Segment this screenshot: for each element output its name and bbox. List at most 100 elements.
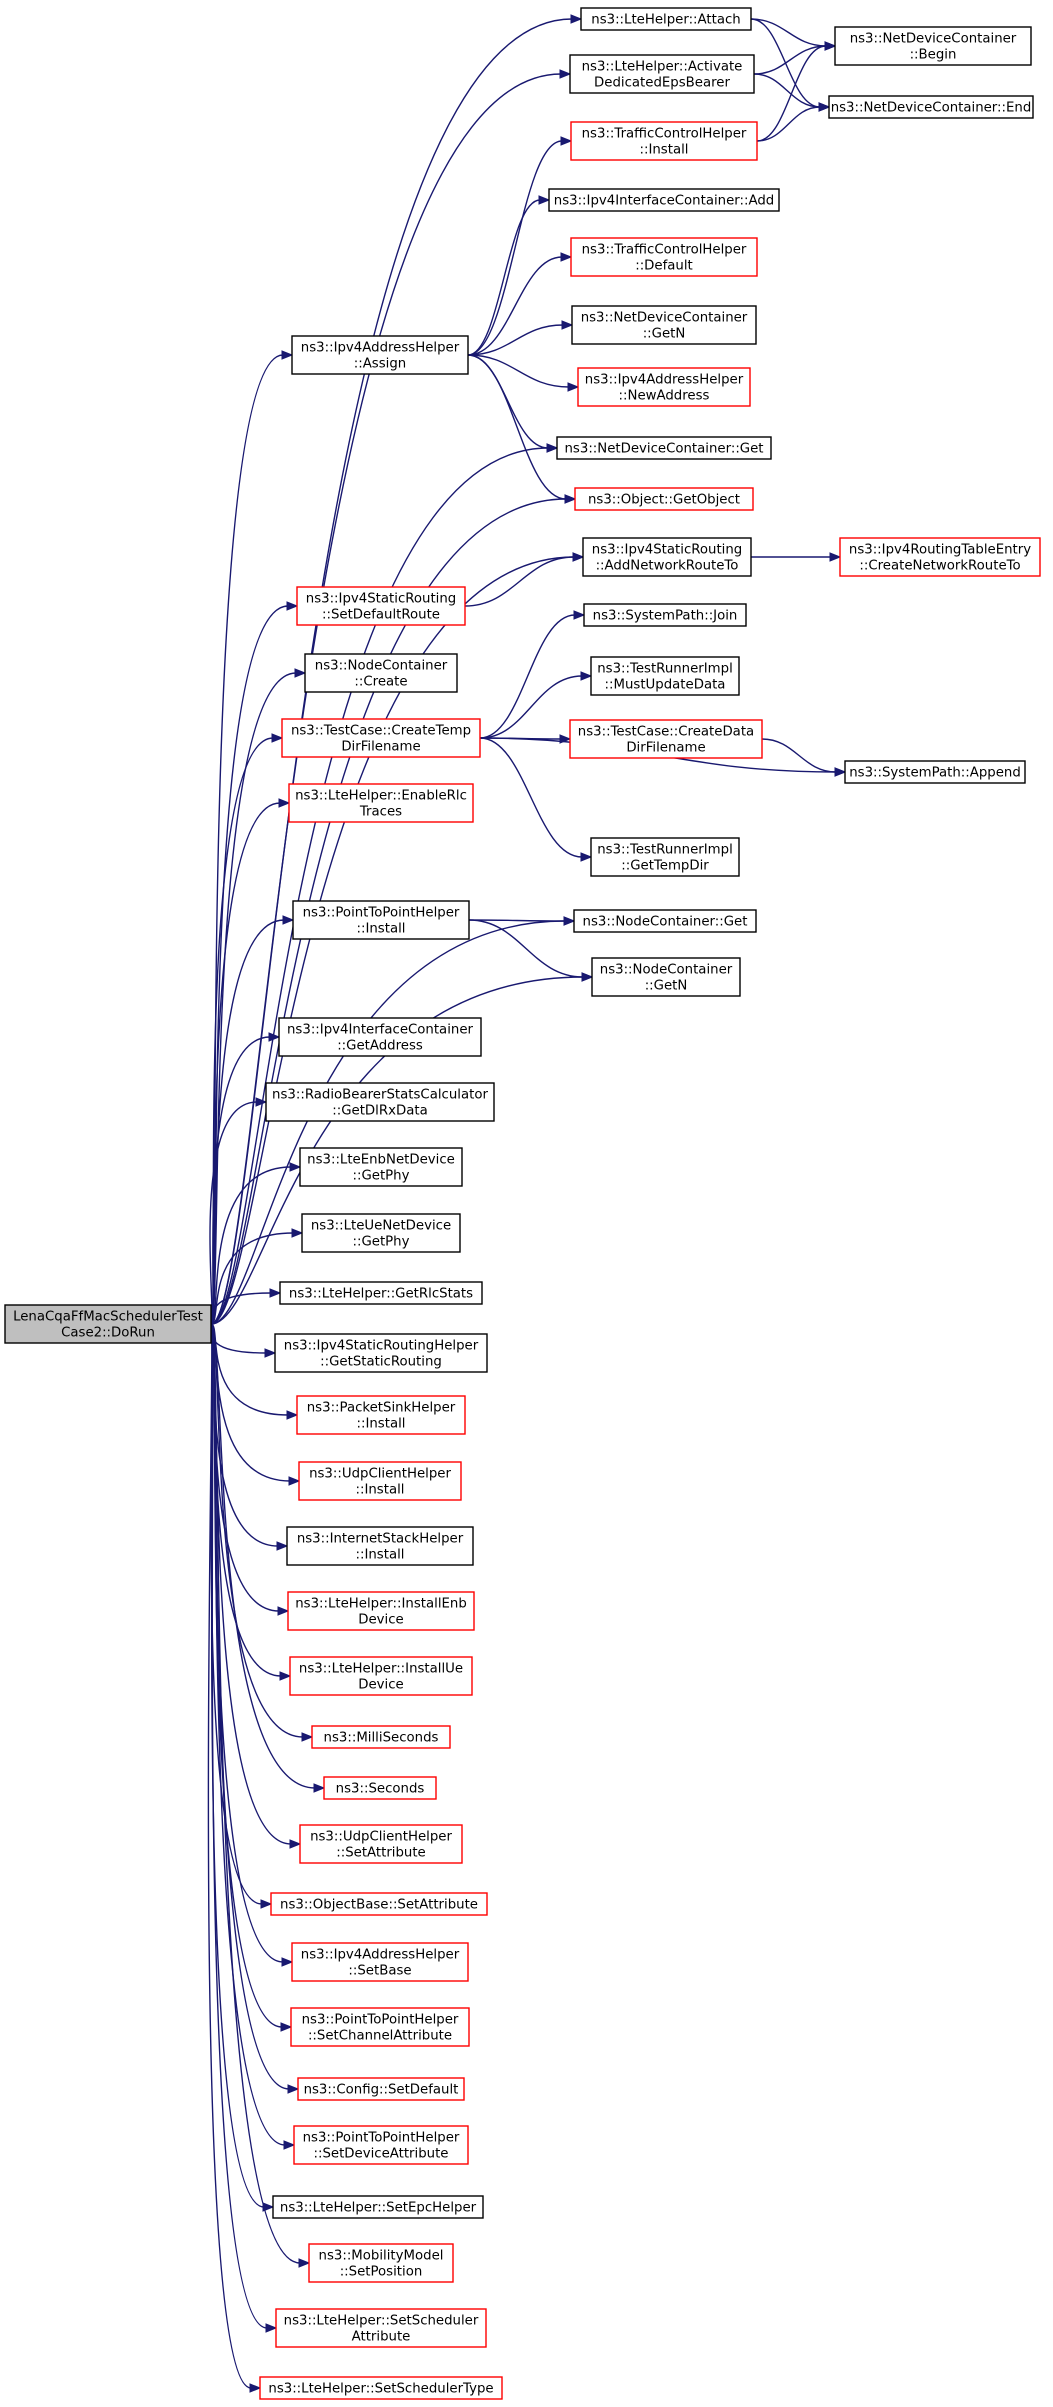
node-nc-getn[interactable]: ns3::NodeContainer::GetN [591,957,741,997]
node-label-line: ns3::Seconds [336,1782,425,1797]
node-systempath-join[interactable]: ns3::SystemPath::Join [583,603,747,627]
node-rbsc-getdlrxdata[interactable]: ns3::RadioBearerStatsCalculator::GetDlRx… [265,1082,495,1122]
node-iic-add[interactable]: ns3::Ipv4InterfaceContainer::Add [548,188,780,212]
node-mm-setposition[interactable]: ns3::MobilityModel::SetPosition [308,2243,454,2283]
node-label-line: ns3::TestRunnerImpl [597,662,733,677]
edge-ipv4addr_assign-to-ndc_get [467,354,559,453]
node-lte-setschedulertype[interactable]: ns3::LteHelper::SetSchedulerType [259,2376,503,2400]
node-p2p-setchannelattribute[interactable]: ns3::PointToPointHelper::SetChannelAttri… [290,2007,470,2047]
node-box [292,900,470,940]
edge-root-to-lte_activate [210,69,572,1325]
node-label-line: ::Begin [910,48,957,63]
edge-root-to-isrh_getstaticrouting [210,1323,277,1358]
node-label-line: ::Assign [354,357,406,372]
node-label-line: ns3::TestRunnerImpl [597,843,733,858]
node-label-line: ns3::InternetStackHelper [297,1532,464,1547]
edge-root-to-ipv4addr_assign [210,350,294,1325]
node-label-line: Device [358,1678,403,1693]
node-label-line: ns3::UdpClientHelper [310,1830,452,1845]
node-tch-install[interactable]: ns3::TrafficControlHelper::Install [570,121,758,161]
node-label-line: ::GetDlRxData [332,1104,427,1119]
node-lte-setepchelper[interactable]: ns3::LteHelper::SetEpcHelper [272,2195,484,2219]
node-label-line: ns3::NetDeviceContainer::End [831,101,1032,116]
edge-root-to-p2p_install [210,915,295,1325]
node-label-line: ::Default [635,259,693,274]
node-ndc-getn[interactable]: ns3::NetDeviceContainer::GetN [571,305,757,345]
node-label-line: ::GetStaticRouting [320,1355,442,1370]
node-psh-install[interactable]: ns3::PacketSinkHelper::Install [296,1395,466,1435]
node-box [844,760,1026,784]
node-enb-getphy[interactable]: ns3::LteEnbNetDevice::GetPhy [299,1147,463,1187]
node-objectbase-setattribute[interactable]: ns3::ObjectBase::SetAttribute [270,1892,488,1916]
node-label-line: ns3::RadioBearerStatsCalculator [272,1088,488,1103]
node-lte-getrlcstats[interactable]: ns3::LteHelper::GetRlcStats [279,1281,483,1305]
node-label-line: ns3::NodeContainer [600,963,733,978]
node-nc-create[interactable]: ns3::NodeContainer::Create [304,653,458,693]
node-ipv4addr-setbase[interactable]: ns3::Ipv4AddressHelper::SetBase [291,1942,469,1982]
node-label-line: ns3::NetDeviceContainer::Get [565,442,764,457]
node-label-line: ns3::LteHelper::SetEpcHelper [280,2201,477,2216]
node-label-line: ::AddNetworkRouteTo [596,559,739,574]
node-irte-createnetworkroute[interactable]: ns3::Ipv4RoutingTableEntry::CreateNetwor… [839,537,1041,577]
edge-isr_setdefaultroute-to-isr_addnetworkroute [464,552,585,607]
node-ipv4addr-newaddress[interactable]: ns3::Ipv4AddressHelper::NewAddress [577,367,751,407]
node-box [834,26,1032,66]
node-tri-gettempdir[interactable]: ns3::TestRunnerImpl::GetTempDir [590,837,740,877]
node-label-line: ns3::LteEnbNetDevice [307,1153,455,1168]
node-ndc-get[interactable]: ns3::NetDeviceContainer::Get [556,436,772,460]
node-object-getobject[interactable]: ns3::Object::GetObject [574,487,754,511]
node-ndc-begin[interactable]: ns3::NetDeviceContainer::Begin [834,26,1032,66]
node-box [288,783,474,823]
node-label-line: ns3::PointToPointHelper [303,906,460,921]
node-ish-install[interactable]: ns3::InternetStackHelper::Install [286,1526,474,1566]
node-label-line: ::Install [356,1548,405,1563]
node-label-line: ns3::PointToPointHelper [302,2013,459,2028]
node-uch-setattribute[interactable]: ns3::UdpClientHelper::SetAttribute [299,1824,463,1864]
node-nc-get[interactable]: ns3::NodeContainer::Get [573,909,757,933]
node-label-line: ns3::Ipv4AddressHelper [301,1948,460,1963]
node-iic-getaddress[interactable]: ns3::Ipv4InterfaceContainer::GetAddress [278,1017,482,1057]
node-box [570,237,758,277]
node-isr-setdefaultroute[interactable]: ns3::Ipv4StaticRouting::SetDefaultRoute [296,586,466,626]
node-label-line: ns3::LteHelper::GetRlcStats [289,1287,473,1302]
node-systempath-append[interactable]: ns3::SystemPath::Append [844,760,1026,784]
node-label-line: Traces [359,805,402,820]
edge-tc_createtempdirfilename-to-tri_gettempdir [479,737,593,862]
edge-tc_createtempdirfilename-to-tri_mustupdatedata [479,671,593,739]
edge-ipv4addr_assign-to-tch_default [467,252,573,356]
node-label-line: ns3::TrafficControlHelper [582,243,747,258]
node-label-line: ns3::Ipv4InterfaceContainer::Add [554,194,774,209]
node-label-line: ::CreateNetworkRouteTo [859,559,1020,574]
node-ipv4addr-assign[interactable]: ns3::Ipv4AddressHelper::Assign [291,335,469,375]
node-label-line: ns3::UdpClientHelper [309,1467,451,1482]
node-label-line: ::Install [640,143,689,158]
node-isrh-getstaticrouting[interactable]: ns3::Ipv4StaticRoutingHelper::GetStaticR… [274,1333,488,1373]
node-isr-addnetworkroute[interactable]: ns3::Ipv4StaticRouting::AddNetworkRouteT… [582,537,752,577]
node-lte-attach[interactable]: ns3::LteHelper::Attach [580,7,752,31]
node-label-line: ns3::LteHelper::Attach [591,13,740,28]
node-label-line: ::Install [356,1483,405,1498]
node-uch-install[interactable]: ns3::UdpClientHelper::Install [298,1461,462,1501]
node-p2p-install[interactable]: ns3::PointToPointHelper::Install [292,900,470,940]
node-seconds[interactable]: ns3::Seconds [323,1776,437,1800]
node-label-line: DirFilename [341,740,420,755]
node-ndc-end[interactable]: ns3::NetDeviceContainer::End [828,95,1034,119]
node-tch-default[interactable]: ns3::TrafficControlHelper::Default [570,237,758,277]
node-label-line: ns3::NodeContainer [315,659,448,674]
node-config-setdefault[interactable]: ns3::Config::SetDefault [297,2077,465,2101]
node-p2p-setdeviceattribute[interactable]: ns3::PointToPointHelper::SetDeviceAttrib… [293,2125,469,2165]
node-box [580,7,752,31]
node-lte-activate[interactable]: ns3::LteHelper::ActivateDedicatedEpsBear… [569,54,755,94]
node-tri-mustupdatedata[interactable]: ns3::TestRunnerImpl::MustUpdateData [590,656,740,696]
node-label-line: ns3::LteHelper::Activate [582,60,743,75]
node-ue-getphy[interactable]: ns3::LteUeNetDevice::GetPhy [301,1213,461,1253]
edge-root-to-uch_setattribute [210,1323,302,1849]
node-milliseconds[interactable]: ns3::MilliSeconds [311,1725,451,1749]
node-label-line: Device [358,1613,403,1628]
